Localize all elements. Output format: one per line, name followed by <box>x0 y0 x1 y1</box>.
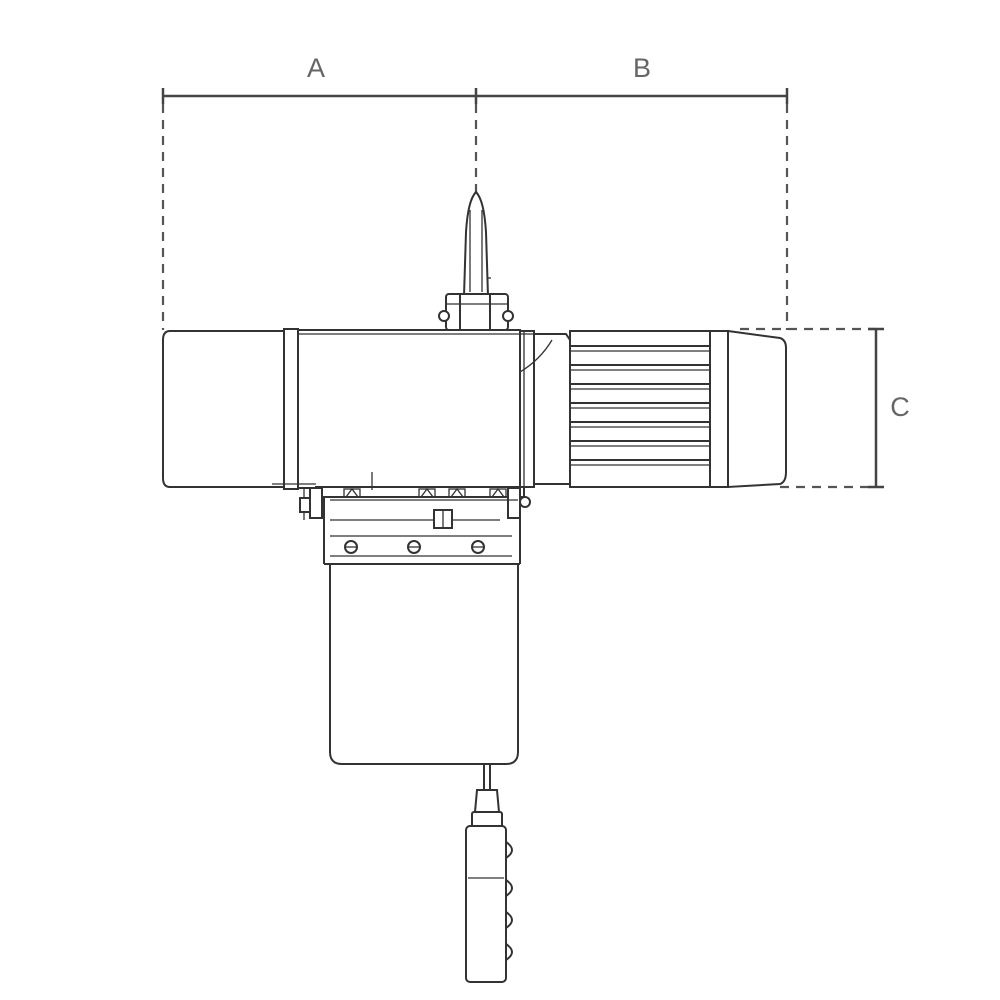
gearbox-end-cap <box>162 328 299 490</box>
main-housing <box>297 329 521 489</box>
top-hook <box>462 190 491 297</box>
dimension-a-label: A <box>307 53 325 83</box>
pendant-buttons <box>505 840 513 962</box>
bracket-bolts <box>343 487 507 498</box>
fan-cover <box>709 329 787 489</box>
motor-flange <box>519 330 571 488</box>
motor-body <box>569 330 711 488</box>
cooling-fins <box>570 345 710 466</box>
dimension-b: B <box>474 53 789 330</box>
mounting-bracket <box>272 472 531 565</box>
pendant-cable <box>471 764 503 829</box>
dimension-c: C <box>740 327 910 489</box>
chain-container <box>329 563 519 765</box>
pendant-control <box>465 825 513 983</box>
suspension-block <box>438 293 514 331</box>
dimension-a: A <box>161 53 478 330</box>
dimension-b-label: B <box>633 53 651 83</box>
bracket-screws <box>344 540 485 554</box>
dimension-c-label: C <box>890 392 910 422</box>
